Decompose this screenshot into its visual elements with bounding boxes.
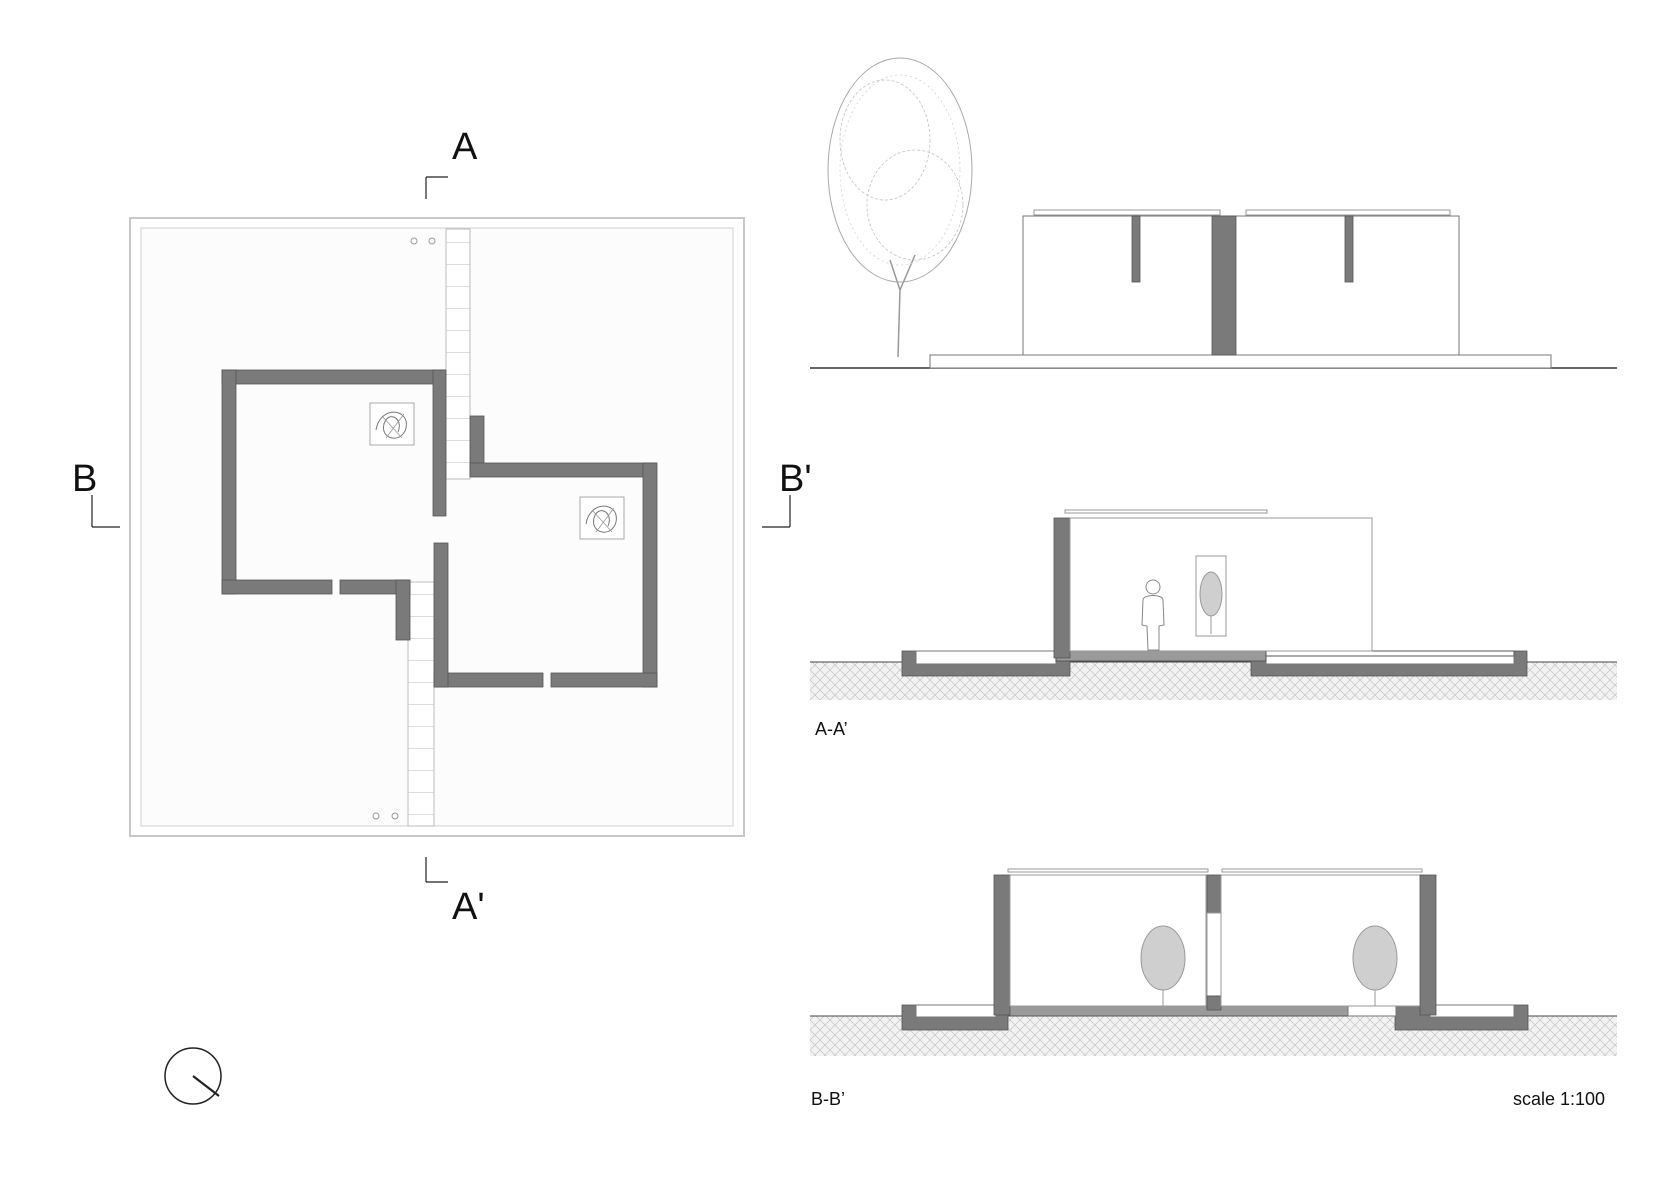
tree-icon [1140, 925, 1186, 1006]
section-b-b-label: B-B’ [811, 1089, 846, 1109]
tree-icon [827, 57, 973, 358]
section-mark-b: B [72, 458, 98, 500]
room-two-walls [433, 415, 658, 688]
room-one-walls [221, 369, 447, 641]
section-mark-b-prime: B' [779, 458, 812, 500]
tree-icon [1195, 555, 1227, 637]
section-a-a-label: A-A’ [815, 719, 848, 739]
scale-label: scale 1:100 [1513, 1089, 1606, 1109]
section-mark-a: A [452, 126, 478, 168]
north-arrow-icon [164, 1047, 222, 1105]
elevation [810, 57, 1617, 369]
floor-plan [91, 176, 791, 1105]
artwork-icon [579, 496, 625, 540]
section-mark-a-prime: A' [452, 886, 485, 928]
section-b-b [810, 868, 1617, 1056]
section-a-a [810, 509, 1617, 700]
artwork-icon [369, 402, 415, 446]
tree-icon [1352, 925, 1398, 1006]
person-figure-icon [1141, 579, 1165, 651]
